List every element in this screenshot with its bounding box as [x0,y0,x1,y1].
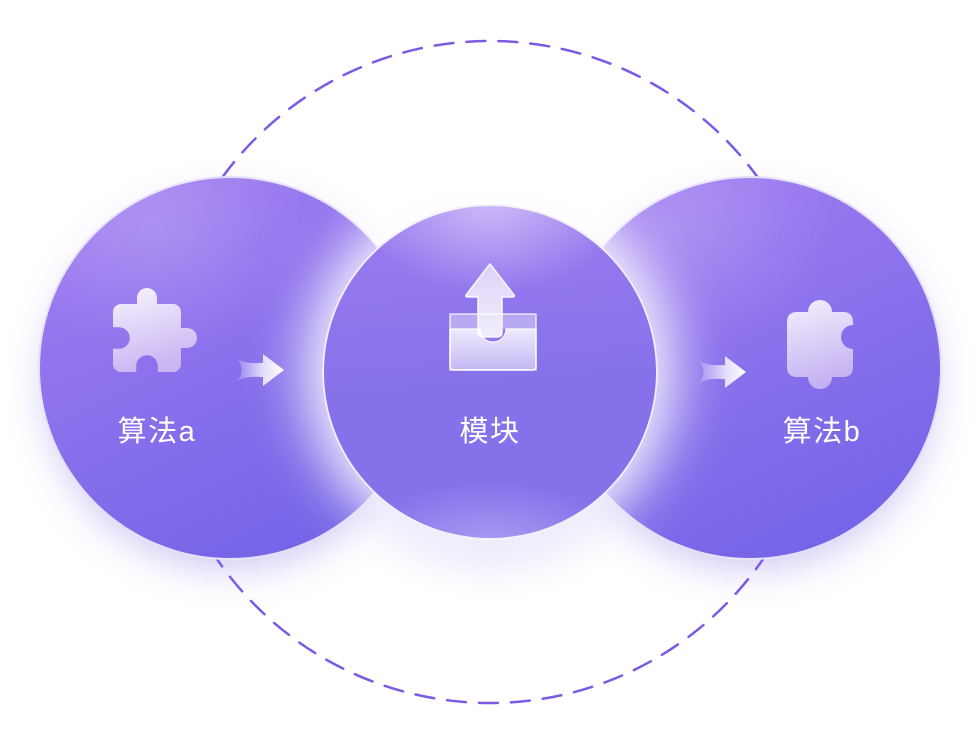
node-label-module: 模块 [459,416,521,448]
flow-arrow-right-icon [699,356,746,388]
puzzle-piece-icon [787,300,853,389]
flow-arrow-shape [699,356,746,388]
flow-arrow-shape [237,354,284,386]
node-label-algorithm-b: 算法b [782,416,862,448]
puzzle-piece-shape [787,300,853,389]
tray-front-face [449,328,537,371]
upload-tray-icon [449,263,537,371]
puzzle-piece-shape [113,288,197,372]
node-label-algorithm-a: 算法a [117,416,197,448]
upload-arrow-shape [464,263,516,338]
node-circle-module [322,204,658,540]
flow-arrow-right-icon [237,354,284,386]
puzzle-piece-icon [113,288,197,372]
